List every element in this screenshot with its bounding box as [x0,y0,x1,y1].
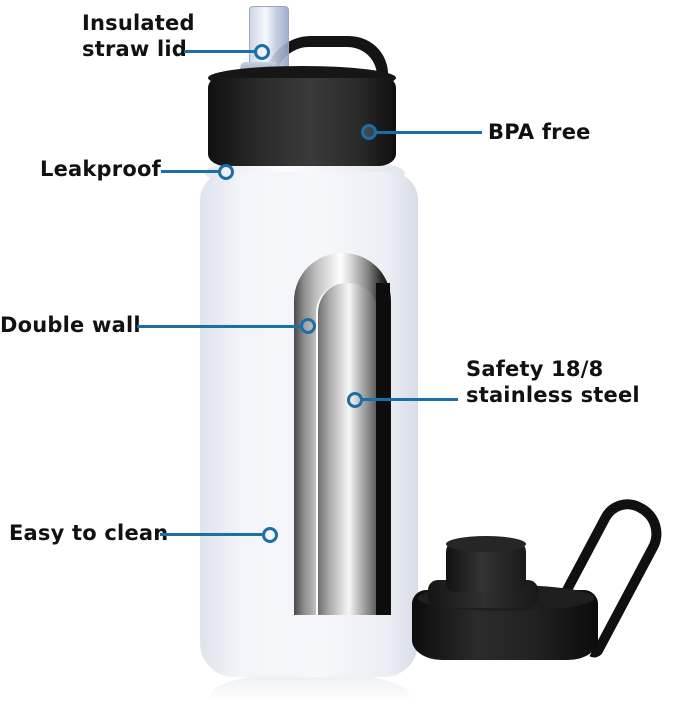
callout-line: Insulated [82,11,195,35]
callout-connector [362,398,458,401]
callout-marker-icon [347,392,363,408]
callout-bpa-free-label: BPA free [488,119,591,145]
callout-marker-icon [361,124,377,140]
callout-marker-icon [218,164,234,180]
callout-line: BPA free [488,120,591,144]
callout-marker-icon [262,527,278,543]
callout-connector [374,131,482,134]
callout-line: Leakproof [40,157,161,181]
callout-line: stainless steel [466,383,640,407]
callout-connector [184,50,256,53]
callout-marker-icon [300,318,316,334]
inner-steel-wall [316,283,378,615]
callout-line: Double wall [0,313,141,337]
callout-connector [137,325,300,328]
callout-connector [161,170,219,173]
callout-stainless-label: Safety 18/8 stainless steel [466,356,640,408]
callout-connector [160,533,262,536]
spare-lid-knob-top [446,536,526,552]
callout-straw-lid-label: Insulated straw lid [82,10,195,62]
callout-line: Safety 18/8 [466,357,604,381]
callout-leakproof-label: Leakproof [40,156,161,182]
callout-double-wall-label: Double wall [0,312,141,338]
callout-marker-icon [254,44,270,60]
callout-easy-clean-label: Easy to clean [9,520,168,546]
straw-lid-cap [208,78,396,166]
callout-line: straw lid [82,37,188,61]
callout-line: Easy to clean [9,521,169,545]
vacuum-gap [376,283,390,615]
